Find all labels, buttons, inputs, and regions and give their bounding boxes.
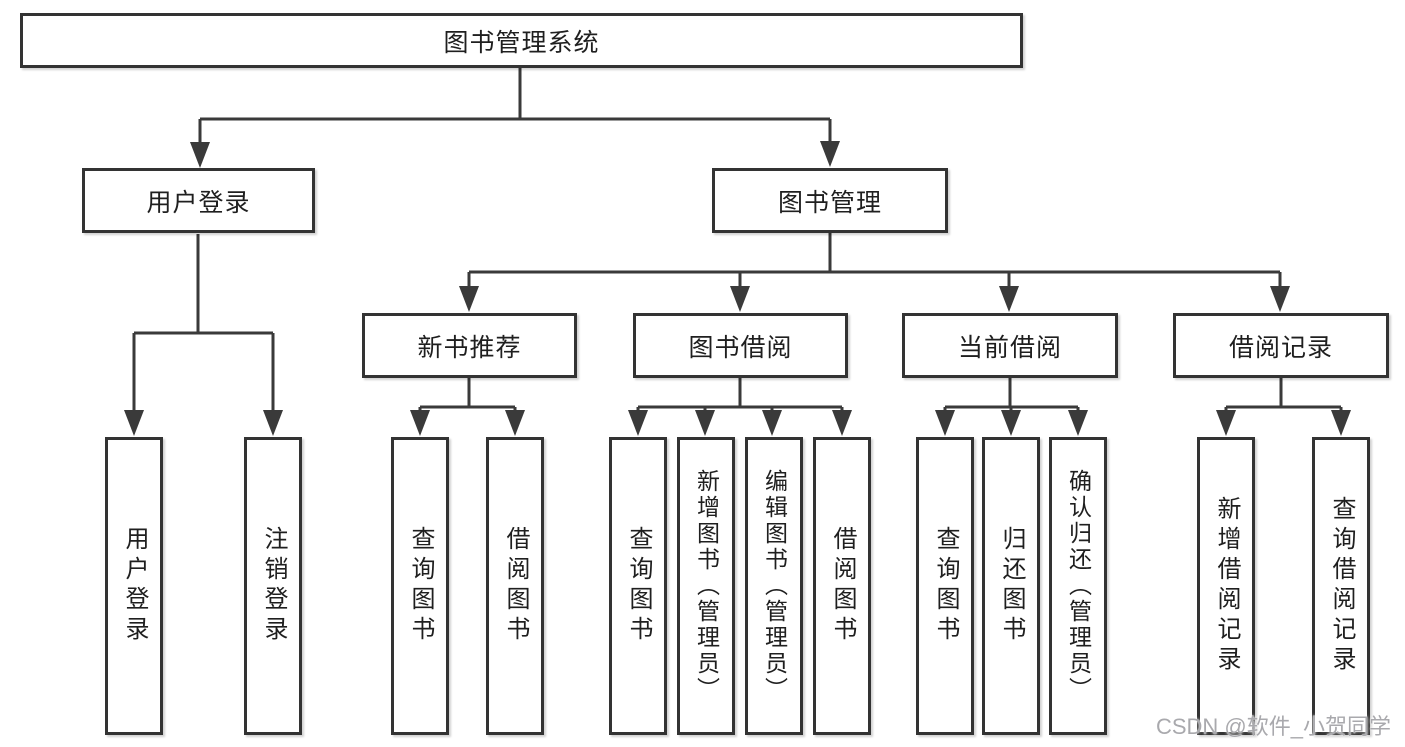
node-user-login-label: 用户登录 xyxy=(146,188,251,217)
node-library-system-label: 图书管理系统 xyxy=(443,28,600,57)
leaf-confirm-return-admin-label: 确认归还（管理员） xyxy=(1065,469,1092,703)
leaf-return-books: 归还图书 xyxy=(982,437,1040,735)
leaf-logout-label: 注销登录 xyxy=(260,526,287,646)
node-current-borrowing: 当前借阅 xyxy=(902,313,1118,378)
node-book-management: 图书管理 xyxy=(712,168,948,233)
leaf-query-borrow-record: 查询借阅记录 xyxy=(1312,437,1370,735)
leaf-borrow-books-recommend: 借阅图书 xyxy=(486,437,544,735)
leaf-borrow-books-borrowing: 借阅图书 xyxy=(813,437,871,735)
leaf-edit-book-admin: 编辑图书（管理员） xyxy=(745,437,803,735)
leaf-add-book-admin: 新增图书（管理员） xyxy=(677,437,735,735)
node-current-borrowing-label: 当前借阅 xyxy=(957,333,1062,362)
leaf-edit-book-admin-label: 编辑图书（管理员） xyxy=(761,469,788,703)
leaf-query-books-current-label: 查询图书 xyxy=(932,526,959,646)
node-borrowing-records: 借阅记录 xyxy=(1173,313,1389,378)
node-library-system: 图书管理系统 xyxy=(20,13,1023,68)
leaf-query-books-borrowing: 查询图书 xyxy=(609,437,667,735)
leaf-borrow-books-recommend-label: 借阅图书 xyxy=(502,526,529,646)
csdn-watermark: CSDN @软件_小贺同学 xyxy=(1155,714,1391,739)
node-book-borrowing: 图书借阅 xyxy=(633,313,848,378)
node-borrowing-records-label: 借阅记录 xyxy=(1228,333,1333,362)
leaf-confirm-return-admin: 确认归还（管理员） xyxy=(1049,437,1107,735)
leaf-add-borrow-record: 新增借阅记录 xyxy=(1197,437,1255,735)
arrowheads xyxy=(124,141,1351,436)
node-book-borrowing-label: 图书借阅 xyxy=(688,333,793,362)
leaf-add-borrow-record-label: 新增借阅记录 xyxy=(1213,496,1240,676)
node-book-management-label: 图书管理 xyxy=(777,188,882,217)
leaf-add-book-admin-label: 新增图书（管理员） xyxy=(693,469,720,703)
leaf-query-books-current: 查询图书 xyxy=(916,437,974,735)
leaf-logout: 注销登录 xyxy=(244,437,302,735)
leaf-query-books-recommend: 查询图书 xyxy=(391,437,449,735)
leaf-user-login-label: 用户登录 xyxy=(121,526,148,646)
node-new-book-recommend: 新书推荐 xyxy=(362,313,577,378)
leaf-query-borrow-record-label: 查询借阅记录 xyxy=(1328,496,1355,676)
node-user-login: 用户登录 xyxy=(82,168,315,233)
leaf-return-books-label: 归还图书 xyxy=(998,526,1025,646)
node-new-book-recommend-label: 新书推荐 xyxy=(417,333,522,362)
leaf-borrow-books-borrowing-label: 借阅图书 xyxy=(829,526,856,646)
leaf-query-books-borrowing-label: 查询图书 xyxy=(625,526,652,646)
leaf-query-books-recommend-label: 查询图书 xyxy=(407,526,434,646)
leaf-user-login: 用户登录 xyxy=(105,437,163,735)
